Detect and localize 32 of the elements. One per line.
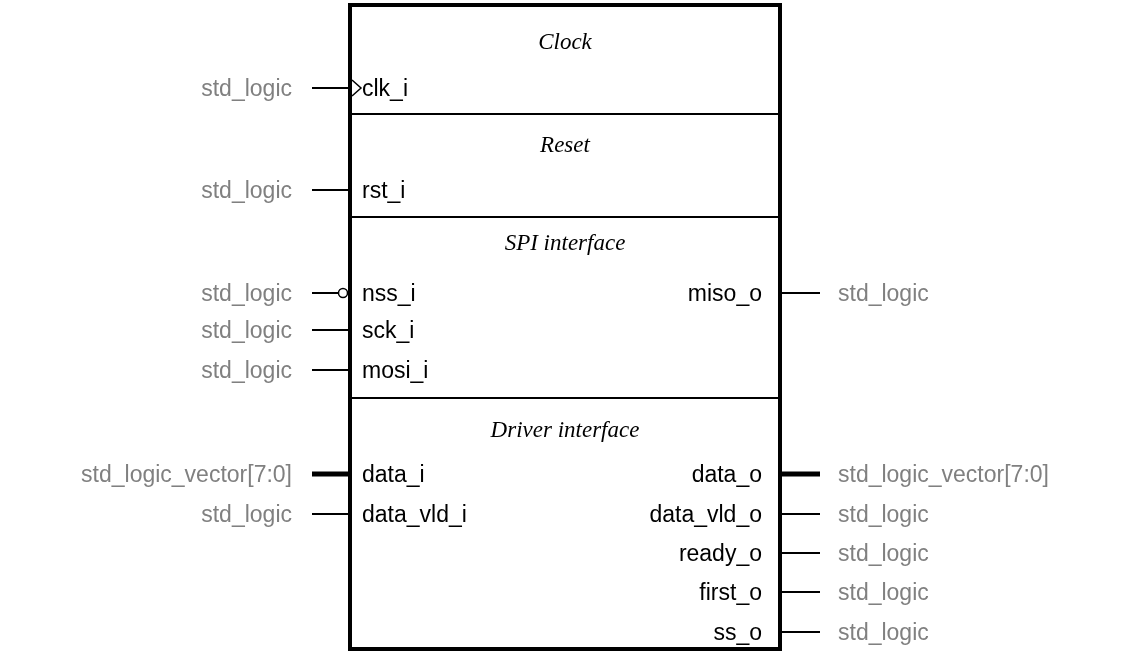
section-heading: SPI interface bbox=[503, 229, 627, 257]
signal-type: std_logic bbox=[201, 356, 292, 384]
port-name: miso_o bbox=[687, 279, 762, 307]
section-heading: Driver interface bbox=[489, 416, 641, 444]
port-name: sck_i bbox=[362, 316, 415, 344]
signal-type: std_logic bbox=[838, 618, 929, 646]
port-name: data_i bbox=[362, 460, 425, 488]
interface-section bbox=[352, 397, 778, 647]
port-name: mosi_i bbox=[362, 356, 429, 384]
port-name: data_o bbox=[691, 460, 762, 488]
signal-type: std_logic bbox=[201, 74, 292, 102]
port-name: first_o bbox=[699, 578, 762, 606]
component-box bbox=[348, 3, 782, 651]
signal-type: std_logic bbox=[838, 500, 929, 528]
section-heading: Reset bbox=[539, 131, 592, 159]
signal-type: std_logic bbox=[201, 316, 292, 344]
port-name: ss_o bbox=[713, 618, 762, 646]
signal-type: std_logic bbox=[838, 578, 929, 606]
signal-type: std_logic_vector[7:0] bbox=[838, 460, 1049, 488]
signal-type: std_logic bbox=[838, 539, 929, 567]
port-name: nss_i bbox=[362, 279, 416, 307]
port-name: clk_i bbox=[362, 74, 408, 102]
signal-type: std_logic bbox=[838, 279, 929, 307]
signal-type: std_logic bbox=[201, 279, 292, 307]
signal-type: std_logic bbox=[201, 176, 292, 204]
port-name: rst_i bbox=[362, 176, 406, 204]
signal-type: std_logic bbox=[201, 500, 292, 528]
section-heading: Clock bbox=[537, 28, 593, 56]
port-name: data_vld_i bbox=[362, 500, 467, 528]
signal-type: std_logic_vector[7:0] bbox=[81, 460, 292, 488]
port-name: ready_o bbox=[678, 539, 762, 567]
port-name: data_vld_o bbox=[649, 500, 762, 528]
